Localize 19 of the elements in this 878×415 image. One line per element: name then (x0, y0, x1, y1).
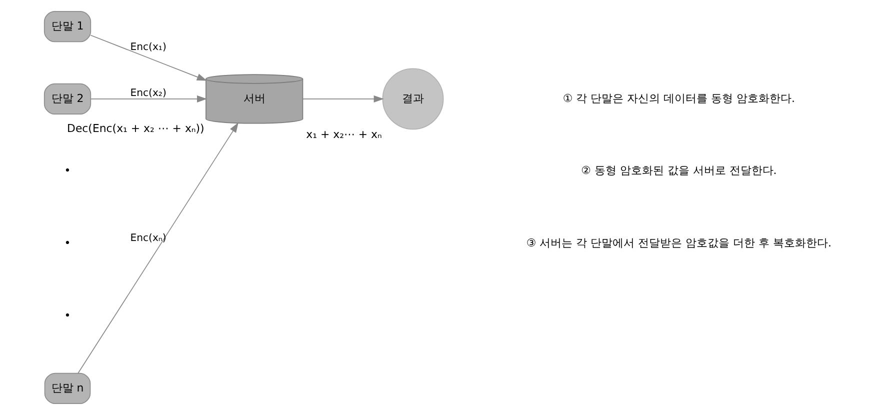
label: • (64, 164, 70, 178)
node-circle: 결과 (382, 68, 444, 130)
label: ① 각 단말은 자신의 데이터를 동형 암호화한다. (562, 92, 795, 105)
node-box: 단말 2 (43, 83, 91, 114)
arrow (90, 95, 207, 102)
arrow (302, 95, 384, 102)
edge-label: Enc(x₁) (130, 42, 166, 53)
node-box: 단말 n (44, 372, 90, 404)
edge-label: Enc(xₙ) (130, 232, 166, 244)
label: ② 동형 암호화된 값을 서버로 전달한다. (580, 164, 776, 178)
edge-label: Enc(x₂) (130, 88, 166, 100)
label: • (64, 308, 70, 322)
arrow (90, 34, 207, 81)
node-label: Dec(Enc(x₁ + x₂ ⋯ + xₙ)) (66, 122, 204, 136)
node-label: x₁ + x₂⋯ + xₙ (306, 128, 382, 141)
label: ③ 서버는 각 단말에서 전달받은 암호값을 더한 후 복호화한다. (526, 236, 831, 250)
node-box: 단말 1 (43, 10, 91, 42)
label: • (64, 236, 70, 250)
arrow (77, 122, 238, 374)
